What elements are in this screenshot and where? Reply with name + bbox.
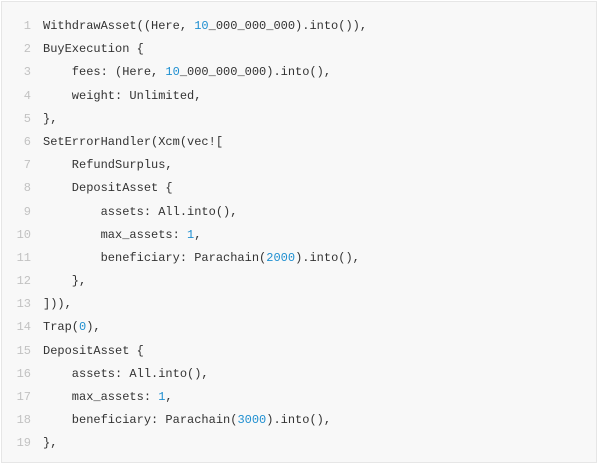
code-token: ])), bbox=[43, 297, 72, 312]
code-text: beneficiary: Parachain(2000).into(), bbox=[43, 247, 360, 270]
code-text: assets: All.into(), bbox=[43, 363, 209, 386]
code-token: }, bbox=[43, 111, 58, 126]
code-text: RefundSurplus, bbox=[43, 154, 173, 177]
line-number: 6 bbox=[23, 134, 31, 149]
code-line: 5}, bbox=[2, 108, 367, 131]
code-token: WithdrawAsset((Here, bbox=[43, 19, 195, 33]
code-line: 3 fees: (Here, 10_000_000_000).into(), bbox=[2, 61, 367, 84]
code-token: weight: Unlimited, bbox=[43, 88, 202, 103]
code-text: fees: (Here, 10_000_000_000).into(), bbox=[43, 61, 331, 84]
code-text: beneficiary: Parachain(3000).into(), bbox=[43, 409, 331, 432]
code-line: 14 Trap(0), bbox=[2, 316, 367, 339]
code-token: assets: All.into(), bbox=[43, 204, 238, 219]
line-number: 16 bbox=[16, 366, 31, 381]
code-line: 9 assets: All.into(), bbox=[2, 201, 367, 224]
number-literal: 10 bbox=[165, 65, 180, 80]
code-line: 8 DepositAsset { bbox=[2, 177, 367, 200]
code-token: DepositAsset { bbox=[43, 343, 144, 358]
code-token: assets: All.into(), bbox=[43, 366, 209, 381]
code-line: 18 beneficiary: Parachain(3000).into(), bbox=[2, 409, 367, 432]
code-token: fees: (Here, bbox=[43, 65, 166, 80]
line-number: 11 bbox=[16, 250, 31, 265]
code-line: 19}, bbox=[2, 432, 367, 455]
code-line: 4 weight: Unlimited, bbox=[2, 85, 367, 108]
number-literal: 10 bbox=[194, 19, 209, 33]
number-literal: 0 bbox=[79, 320, 87, 335]
line-number: 7 bbox=[23, 158, 31, 173]
line-number: 5 bbox=[23, 111, 31, 126]
code-text: DepositAsset { bbox=[43, 177, 173, 200]
code-text: }, bbox=[43, 108, 57, 131]
line-number: 4 bbox=[23, 88, 31, 103]
line-number: 9 bbox=[23, 204, 31, 219]
line-number: 15 bbox=[16, 343, 31, 358]
code-text: WithdrawAsset((Here, 10_000_000_000).int… bbox=[43, 15, 367, 38]
code-token: _000_000_000).into(), bbox=[179, 65, 332, 80]
line-number: 17 bbox=[16, 390, 31, 404]
code-text: max_assets: 1, bbox=[43, 224, 202, 247]
number-literal: 3000 bbox=[237, 413, 267, 428]
line-number: 10 bbox=[16, 227, 31, 242]
code-line: 6 SetErrorHandler(Xcm(vec![ bbox=[2, 131, 367, 154]
number-literal: 1 bbox=[158, 390, 166, 404]
line-number: 3 bbox=[23, 65, 31, 80]
code-line: 10 max_assets: 1, bbox=[2, 224, 367, 247]
code-line: 2 BuyExecution { bbox=[2, 38, 367, 61]
code-token: ), bbox=[86, 320, 101, 335]
code-text: }, bbox=[43, 270, 86, 293]
code-text: weight: Unlimited, bbox=[43, 85, 202, 108]
code-line: 7 RefundSurplus, bbox=[2, 154, 367, 177]
code-token: beneficiary: Parachain( bbox=[43, 413, 238, 428]
code-text: Trap(0), bbox=[43, 316, 101, 339]
number-literal: 2000 bbox=[266, 250, 296, 265]
code-text: assets: All.into(), bbox=[43, 201, 238, 224]
line-number: 19 bbox=[16, 436, 31, 451]
code-token: }, bbox=[43, 436, 58, 451]
code-token: BuyExecution { bbox=[43, 42, 144, 57]
line-number: 2 bbox=[23, 42, 31, 57]
code-line: 17 max_assets: 1, bbox=[2, 386, 367, 409]
code-text: }, bbox=[43, 432, 57, 455]
number-literal: 1 bbox=[187, 227, 195, 242]
code-token: ).into(), bbox=[266, 413, 332, 428]
code-token: SetErrorHandler(Xcm(vec![ bbox=[43, 134, 224, 149]
code-text: DepositAsset { bbox=[43, 340, 144, 363]
code-text: SetErrorHandler(Xcm(vec![ bbox=[43, 131, 223, 154]
code-token: Trap( bbox=[43, 320, 80, 335]
line-number: 14 bbox=[16, 320, 31, 335]
line-number: 13 bbox=[16, 297, 31, 312]
code-line: 12 }, bbox=[2, 270, 367, 293]
code-line: 15 DepositAsset { bbox=[2, 340, 367, 363]
code-line: 16 assets: All.into(), bbox=[2, 363, 367, 386]
line-number: 1 bbox=[23, 19, 31, 33]
code-token: }, bbox=[43, 274, 87, 289]
line-number: 8 bbox=[23, 181, 31, 196]
code-token: beneficiary: Parachain( bbox=[43, 250, 267, 265]
code-line: 11 beneficiary: Parachain(2000).into(), bbox=[2, 247, 367, 270]
code-token: , bbox=[165, 390, 173, 404]
line-number: 18 bbox=[16, 413, 31, 428]
line-number: 12 bbox=[16, 274, 31, 289]
code-token: _000_000_000).into()), bbox=[208, 19, 368, 33]
code-token: RefundSurplus, bbox=[43, 158, 173, 173]
code-token: DepositAsset { bbox=[43, 181, 173, 196]
code-text: ])), bbox=[43, 293, 72, 316]
code-token: max_assets: bbox=[43, 390, 159, 404]
code-token: ).into(), bbox=[295, 250, 360, 265]
code-line: 13])), bbox=[2, 293, 367, 316]
code-token: max_assets: bbox=[43, 227, 188, 242]
code-line: 1 WithdrawAsset((Here, 10_000_000_000).in… bbox=[2, 15, 367, 38]
code-text: max_assets: 1, bbox=[43, 386, 173, 409]
code-token: , bbox=[194, 227, 202, 242]
code-text: BuyExecution { bbox=[43, 38, 144, 61]
